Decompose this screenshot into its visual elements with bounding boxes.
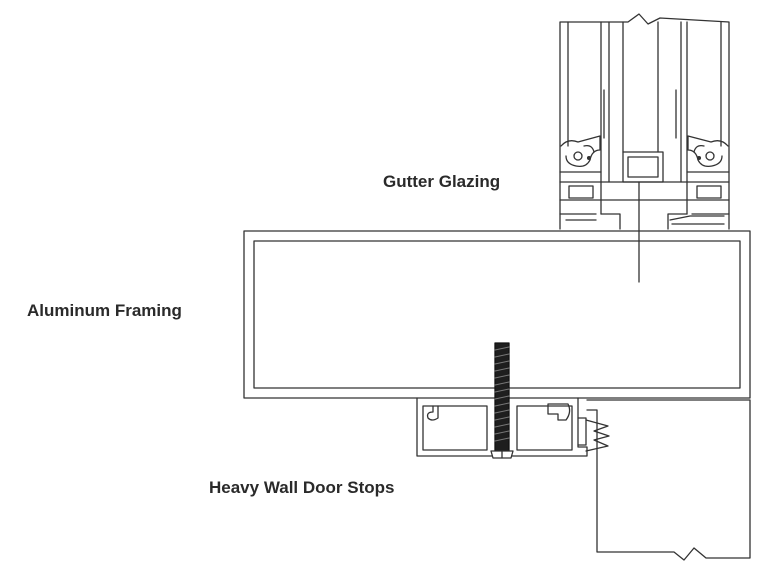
door-panel: [586, 399, 751, 561]
fastener-screw: [490, 342, 514, 459]
aluminum-framing-label: Aluminum Framing: [27, 301, 182, 320]
heavy-wall-door-stops-label: Heavy Wall Door Stops: [209, 478, 395, 497]
door-stop-profile: [416, 397, 610, 457]
gutter-glazing-unit: [559, 13, 730, 283]
gutter-glazing-label: Gutter Glazing: [383, 172, 501, 191]
